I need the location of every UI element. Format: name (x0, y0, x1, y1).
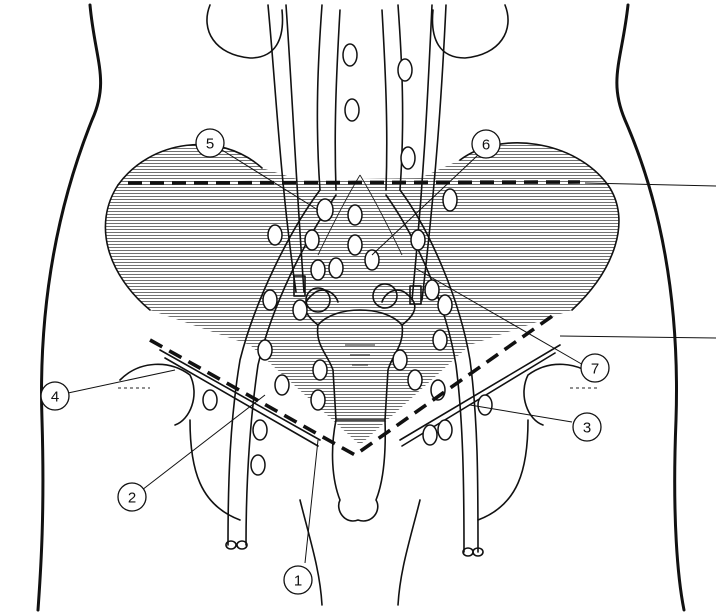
svg-text:4: 4 (51, 389, 59, 406)
lymph-node (311, 390, 325, 410)
pelvic-bone (90, 130, 630, 460)
lymph-node (348, 235, 362, 255)
lymph-node (425, 280, 439, 300)
lymph-node (317, 199, 333, 221)
svg-text:6: 6 (482, 137, 490, 154)
lymph-node (443, 189, 457, 211)
lymph-node (253, 420, 267, 440)
svg-text:3: 3 (583, 420, 591, 437)
upper-organs (207, 5, 508, 58)
svg-text:1: 1 (294, 573, 302, 590)
lymph-node (329, 258, 343, 278)
lymph-node (263, 290, 277, 310)
lymph-node (393, 350, 407, 370)
lymph-node (438, 420, 452, 440)
svg-text:2: 2 (128, 490, 136, 507)
lymph-node (251, 455, 265, 475)
callout-6: 6 (472, 130, 500, 158)
lymph-node (348, 205, 362, 225)
lymph-node (408, 370, 422, 390)
lymph-node (398, 59, 412, 81)
lymph-node (438, 295, 452, 315)
lymph-node (365, 250, 379, 270)
callout-1: 1 (284, 566, 312, 594)
lymph-node (305, 230, 319, 250)
lymph-node (401, 147, 415, 169)
lymph-node (345, 99, 359, 121)
lymph-node (313, 360, 327, 380)
upper-boundary-line (128, 182, 580, 183)
lymph-node (203, 390, 217, 410)
lymph-node (258, 340, 272, 360)
svg-text:7: 7 (591, 361, 599, 378)
lymph-node (275, 375, 289, 395)
lymph-node (433, 330, 447, 350)
lymph-node (293, 300, 307, 320)
callout-7: 7 (581, 354, 609, 382)
callout-4: 4 (41, 382, 69, 410)
lymph-node (343, 44, 357, 66)
lymph-node (311, 260, 325, 280)
lymph-node (411, 230, 425, 250)
lymph-node (268, 225, 282, 245)
callout-5: 5 (196, 129, 224, 157)
callout-3: 3 (573, 413, 601, 441)
lymph-node (478, 395, 492, 415)
svg-text:5: 5 (206, 136, 214, 153)
callout-2: 2 (118, 483, 146, 511)
great-vessels (317, 5, 402, 190)
lymph-node (423, 425, 437, 445)
